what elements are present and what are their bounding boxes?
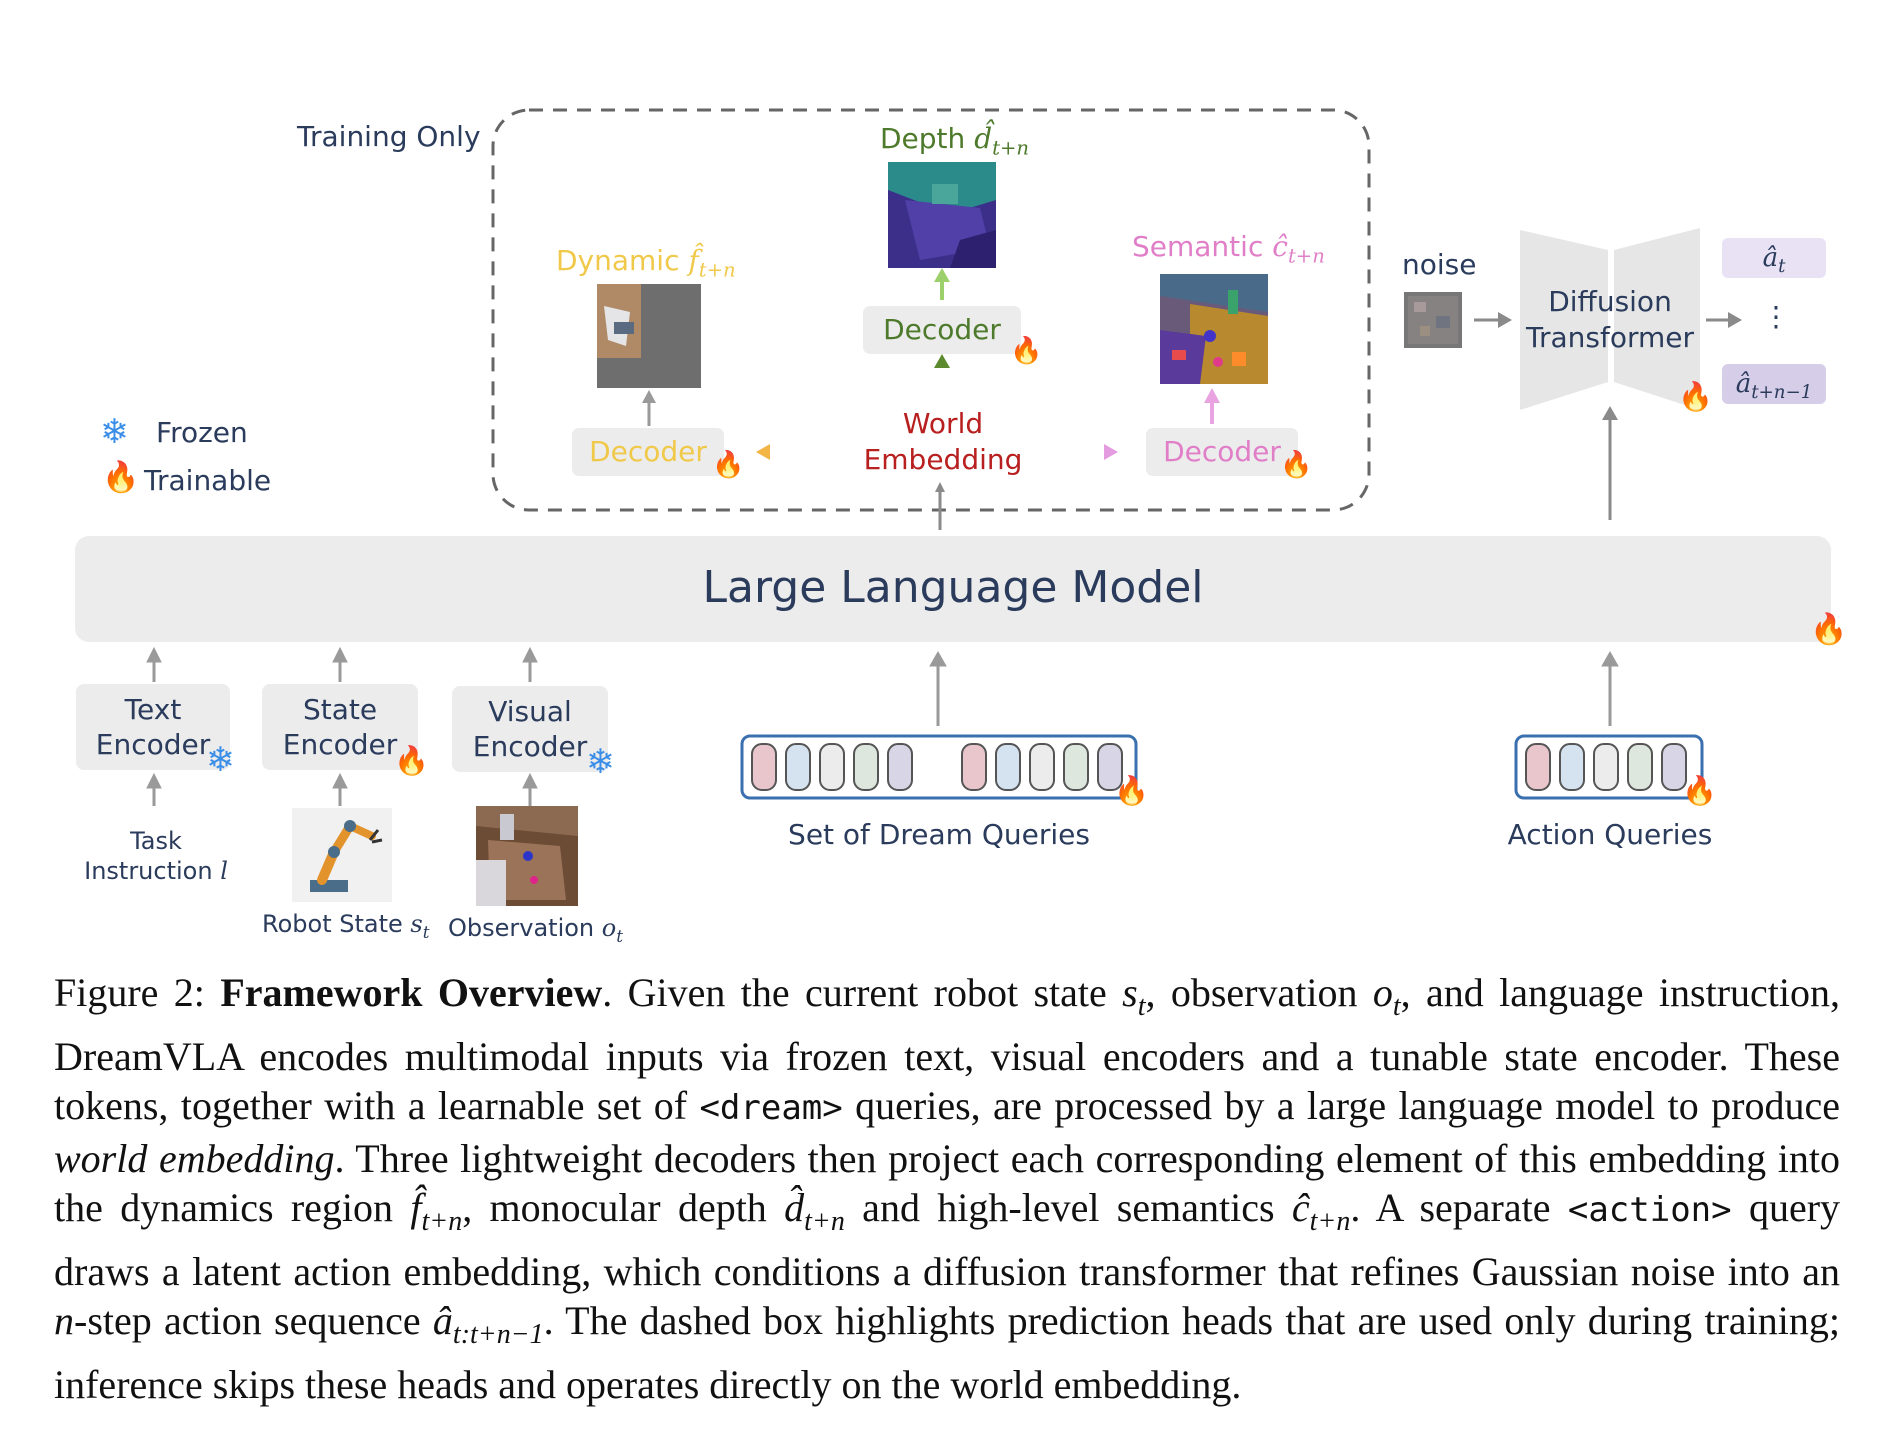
semantic-decoder-trainable-icon: 🔥 (1280, 450, 1313, 480)
visual-encoder-frozen-icon: ❄ (586, 742, 615, 782)
legend-frozen: Frozen (156, 416, 248, 449)
semantic-title: Semantic ĉt+n (1132, 230, 1325, 268)
robot-state-label: Robot State st (262, 910, 430, 942)
action-queries-trainable-icon: 🔥 (1682, 774, 1717, 807)
training-only-box (491, 108, 1371, 512)
dynamic-decoder: Decoder (572, 428, 724, 476)
depth-decoder-trainable-icon: 🔥 (1010, 336, 1043, 366)
text-encoder-frozen-icon: ❄ (206, 740, 235, 780)
figure-caption: Figure 2: Framework Overview. Given the … (54, 970, 1841, 1407)
dream-queries-trainable-icon: 🔥 (1114, 774, 1149, 807)
diffusion-trainable-icon: 🔥 (1678, 380, 1713, 413)
diffusion-transformer-shape (1520, 228, 1700, 410)
frozen-icon: ❄ (100, 412, 129, 452)
dynamic-decoder-trainable-icon: 🔥 (712, 450, 745, 480)
caption-fig-label: Figure 2: (54, 970, 205, 1015)
robot-arm-image (292, 808, 392, 902)
dynamic-title: Dynamic f̂t+n (556, 244, 736, 282)
action-output-dots: ⋮ (1762, 300, 1790, 333)
observation-image (476, 806, 578, 906)
noise-label: noise (1402, 248, 1477, 281)
action-query-tokens (1525, 743, 1687, 791)
caption-title: Framework Overview (220, 970, 603, 1015)
action-output-last: ât+n−1 (1722, 364, 1826, 404)
semantic-decoder: Decoder (1146, 428, 1298, 476)
trainable-icon: 🔥 (102, 460, 140, 495)
action-output-first: ât (1722, 238, 1826, 278)
semantic-image (1160, 274, 1268, 384)
training-only-label: Training Only (297, 120, 481, 153)
dynamic-image (597, 284, 701, 388)
depth-image (888, 162, 996, 268)
legend-trainable: Trainable (144, 464, 272, 497)
action-queries-label: Action Queries (1507, 818, 1713, 851)
depth-title: Depth d̂t+n (880, 122, 1030, 160)
dream-queries-label: Set of Dream Queries (788, 818, 1090, 851)
depth-decoder: Decoder (863, 306, 1021, 354)
observation-label: Observation ot (448, 914, 623, 946)
llm-trainable-icon: 🔥 (1810, 612, 1848, 647)
state-encoder-trainable-icon: 🔥 (394, 744, 429, 777)
llm-label: Large Language Model (702, 562, 1204, 613)
noise-image (1404, 292, 1462, 348)
large-language-model-box (75, 536, 1831, 642)
dream-query-tokens (751, 743, 1123, 791)
